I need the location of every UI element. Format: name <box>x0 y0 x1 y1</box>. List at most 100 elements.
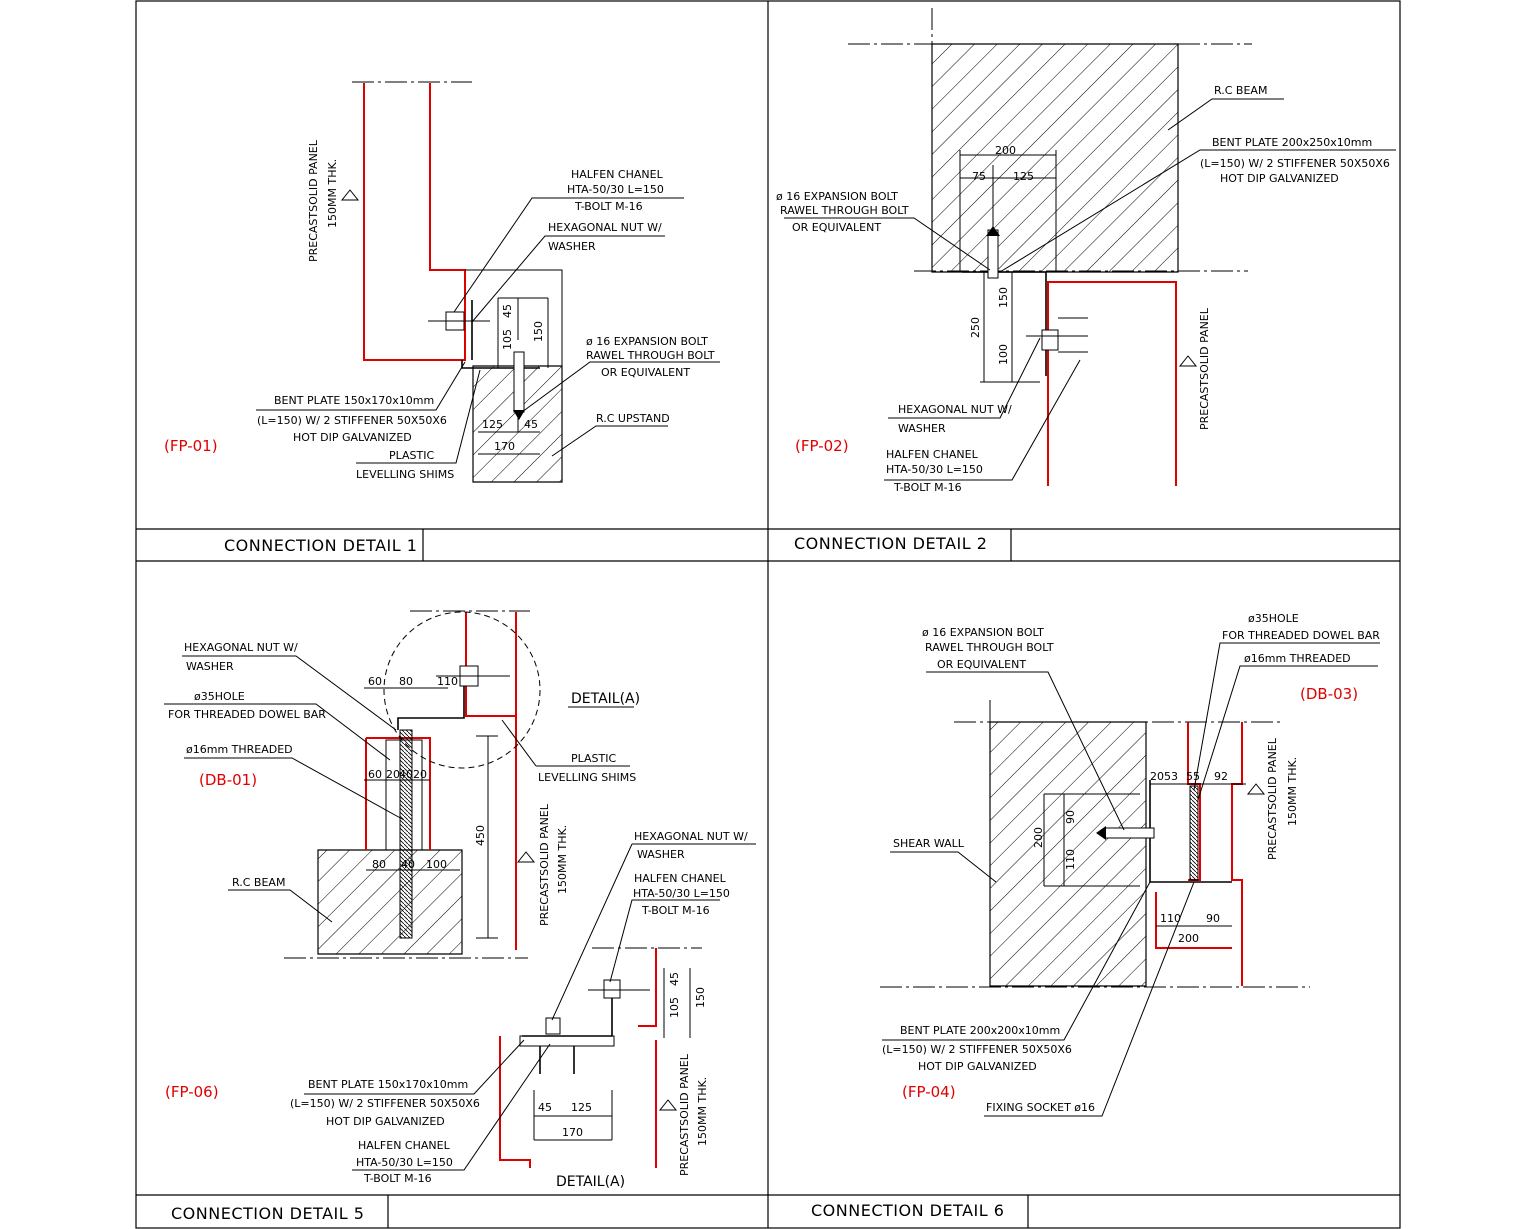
nut-label-1: HEXAGONAL NUT W/ <box>184 641 298 654</box>
dim-92: 92 <box>1214 770 1228 783</box>
threaded-label: ø16mm THREADED <box>186 743 293 756</box>
dim-90: 90 <box>1064 810 1077 824</box>
expansion-bolt-icon <box>987 229 999 279</box>
chanel-label-1: HALFEN CHANEL <box>571 168 664 181</box>
chanel2-label-3: T-BOLT M-16 <box>363 1172 432 1185</box>
halfen-channel-icon-2 <box>603 979 621 999</box>
tag-db-03: (DB-03) <box>1300 685 1358 703</box>
threaded-dowel-icon <box>1189 785 1199 881</box>
panel2-label: PRECASTSOLID PANEL <box>678 1053 691 1176</box>
plate-label-1: BENT PLATE 150x170x10mm <box>274 394 434 407</box>
plate-label-1: BENT PLATE 200x250x10mm <box>1212 136 1372 149</box>
nut-label-1: HEXAGONAL NUT W/ <box>548 221 662 234</box>
shims-label-2: LEVELLING SHIMS <box>356 468 454 481</box>
title-detail-6: CONNECTION DETAIL 6 <box>811 1201 1004 1220</box>
expansion-label-1: ø 16 EXPANSION BOLT <box>586 335 708 348</box>
panel-label: PRECASTSOLID PANEL <box>1198 307 1211 430</box>
chanel-label-1: HALFEN CHANEL <box>886 448 979 461</box>
dim-40b: 40 <box>401 858 415 871</box>
panel-label: PRECASTSOLID PANEL <box>538 803 551 926</box>
expansion-bolt-icon-2 <box>545 1017 561 1035</box>
dim-200: 200 <box>995 144 1016 157</box>
dim-170: 170 <box>494 440 515 453</box>
dim-200: 200 <box>1032 827 1045 848</box>
plate-label-2: (L=150) W/ 2 STIFFENER 50X50X6 <box>882 1043 1072 1056</box>
title-detail-2: CONNECTION DETAIL 2 <box>794 534 987 553</box>
dim-40: 40 <box>399 768 413 781</box>
hole-label-2: FOR THREADED DOWEL BAR <box>168 708 326 721</box>
shims-label-1: PLASTIC <box>571 752 616 765</box>
shear-wall <box>989 721 1147 987</box>
dim-150: 150 <box>532 321 545 342</box>
dim-60b: 60 <box>368 768 382 781</box>
detail-a-label-2: DETAIL(A) <box>556 1174 625 1190</box>
chanel-label-3: T-BOLT M-16 <box>893 481 962 494</box>
halfen-channel-icon <box>1041 329 1059 351</box>
dim-150b: 150 <box>694 987 707 1008</box>
tag-fp-02: (FP-02) <box>795 437 849 455</box>
panel-thk-label: 150MM THK. <box>1286 757 1299 826</box>
detail-1: 45 150 105 125 45 170 PRECASTSOLID PANEL… <box>164 81 720 483</box>
plate-label-2: (L=150) W/ 2 STIFFENER 50X50X6 <box>290 1097 480 1110</box>
title-detail-5: CONNECTION DETAIL 5 <box>171 1204 364 1223</box>
socket-label: FIXING SOCKET ø16 <box>986 1101 1095 1114</box>
dim-450: 450 <box>474 825 487 846</box>
threaded-dowel-icon <box>399 729 413 939</box>
dim-45c: 45 <box>668 972 681 986</box>
dim-80: 80 <box>399 675 413 688</box>
dim-105: 105 <box>501 329 514 350</box>
tag-fp-06: (FP-06) <box>165 1083 219 1101</box>
plate-label-3: HOT DIP GALVANIZED <box>918 1060 1037 1073</box>
hole-label-2: FOR THREADED DOWEL BAR <box>1222 629 1380 642</box>
dim-20b: 20 <box>413 768 427 781</box>
dim-45: 45 <box>501 304 514 318</box>
plate-label-3: HOT DIP GALVANIZED <box>1220 172 1339 185</box>
chanel-label-3: T-BOLT M-16 <box>574 200 643 213</box>
nut-label-2: WASHER <box>548 240 596 253</box>
bent-plate <box>397 672 465 730</box>
title-detail-1: CONNECTION DETAIL 1 <box>224 536 417 555</box>
expansion-label-1: ø 16 EXPANSION BOLT <box>776 190 898 203</box>
dim-45b: 45 <box>524 418 538 431</box>
plate-label-3: HOT DIP GALVANIZED <box>326 1115 445 1128</box>
chanel-label-2: HTA-50/30 L=150 <box>633 887 730 900</box>
plate-label-1: BENT PLATE 150x170x10mm <box>308 1078 468 1091</box>
shear-wall-label: SHEAR WALL <box>893 837 965 850</box>
bent-plate-2 <box>522 990 613 1037</box>
precast-panel-outline <box>1047 281 1177 486</box>
detail-2: 200 75 125 250 150 100 R.C BEAM BENT PLA… <box>776 8 1396 494</box>
chanel2-label-1: HALFEN CHANEL <box>358 1139 451 1152</box>
dim-90b: 90 <box>1206 912 1220 925</box>
hole-label-1: ø35HOLE <box>194 690 245 703</box>
threaded-label: ø16mm THREADED <box>1244 652 1351 665</box>
rc-beam-2 <box>519 1035 615 1047</box>
chanel-label-1: HALFEN CHANEL <box>634 872 727 885</box>
dim-125: 125 <box>1013 170 1034 183</box>
dim-55: 55 <box>1186 770 1200 783</box>
expansion-bolt-icon <box>513 351 525 413</box>
expansion-label-3: OR EQUIVALENT <box>792 221 881 234</box>
rc-beam <box>931 43 1179 273</box>
dim-250: 250 <box>969 317 982 338</box>
dim-110b: 110 <box>1160 912 1181 925</box>
shims-label-2: LEVELLING SHIMS <box>538 771 636 784</box>
chanel-label-3: T-BOLT M-16 <box>641 904 710 917</box>
nut-label-2: WASHER <box>898 422 946 435</box>
precast-panel-outline <box>363 83 466 361</box>
expansion-label-2: RAWEL THROUGH BOLT <box>586 349 715 362</box>
dim-105b: 105 <box>668 997 681 1018</box>
dim-75: 75 <box>972 170 986 183</box>
dim-125b: 125 <box>571 1101 592 1114</box>
detail-a-circle <box>383 611 541 769</box>
chanel-label-2: HTA-50/30 L=150 <box>567 183 664 196</box>
expansion-label-3: OR EQUIVALENT <box>601 366 690 379</box>
nut2-label-1: HEXAGONAL NUT W/ <box>634 830 748 843</box>
plate-label-3: HOT DIP GALVANIZED <box>293 431 412 444</box>
detail-6: 20 53 55 92 90 200 110 110 90 200 ø 16 E… <box>880 612 1380 1117</box>
upstand-label: R.C UPSTAND <box>596 412 670 425</box>
hole-label-1: ø35HOLE <box>1248 612 1299 625</box>
expansion-label-2: RAWEL THROUGH BOLT <box>780 204 909 217</box>
detail-a-label: DETAIL(A) <box>571 691 640 707</box>
tag-fp-01: (FP-01) <box>164 437 218 455</box>
